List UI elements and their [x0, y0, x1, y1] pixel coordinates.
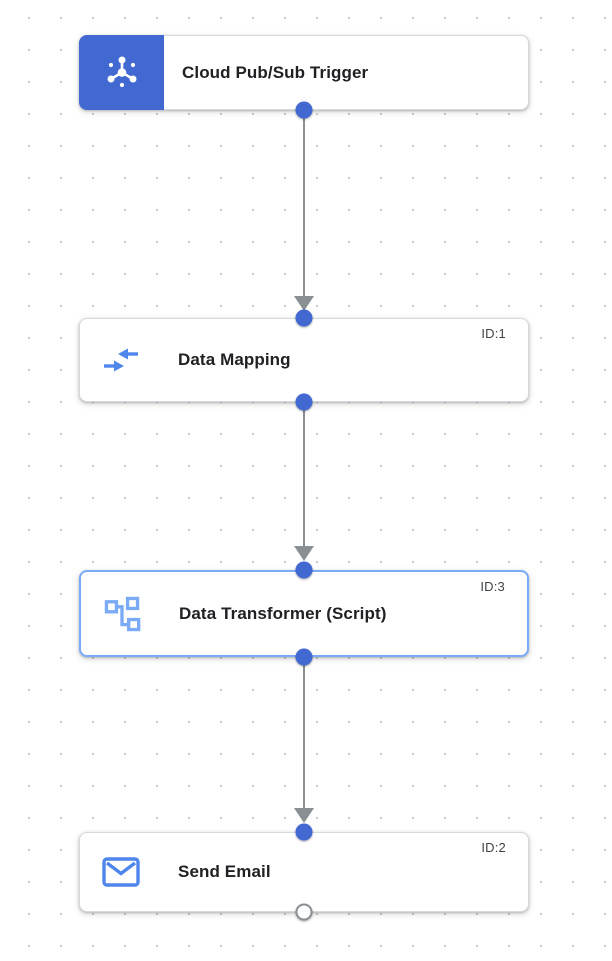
node-send-email[interactable]: Send Email ID:2 [79, 832, 529, 912]
port-transformer-input[interactable] [295, 561, 313, 579]
arrowhead-down-icon [294, 296, 314, 311]
send-email-icon [102, 857, 140, 887]
node-data-mapping[interactable]: Data Mapping ID:1 [79, 318, 529, 402]
port-datamapping-input[interactable] [295, 309, 313, 327]
node-cloud-pubsub-trigger[interactable]: Cloud Pub/Sub Trigger [79, 35, 529, 110]
node-id-badge: ID:2 [481, 840, 506, 855]
node-title: Data Transformer (Script) [179, 603, 387, 623]
node-title: Send Email [178, 862, 271, 881]
port-datamapping-output[interactable] [295, 393, 313, 411]
icon-box [99, 594, 145, 634]
canvas-bottom-edge-dots [0, 955, 612, 961]
node-id-badge: ID:3 [480, 579, 505, 594]
data-transformer-script-icon [104, 596, 141, 631]
port-sendemail-input[interactable] [295, 823, 313, 841]
port-trigger-output[interactable] [295, 101, 313, 119]
edge-line [303, 410, 305, 547]
node-data-transformer-script[interactable]: Data Transformer (Script) ID:3 [79, 570, 529, 657]
node-title: Data Mapping [178, 350, 291, 369]
edge-line [303, 665, 305, 809]
node-id-badge: ID:1 [481, 326, 506, 341]
data-mapping-icon [104, 348, 138, 372]
icon-box [98, 345, 144, 375]
icon-box [98, 856, 144, 888]
port-sendemail-output-open[interactable] [295, 903, 313, 921]
trigger-icon-panel [79, 35, 164, 110]
port-transformer-output[interactable] [295, 648, 313, 666]
arrowhead-down-icon [294, 546, 314, 561]
node-title: Cloud Pub/Sub Trigger [182, 62, 369, 82]
cloud-pubsub-icon [107, 56, 136, 87]
arrowhead-down-icon [294, 808, 314, 823]
edge-line [303, 118, 305, 298]
